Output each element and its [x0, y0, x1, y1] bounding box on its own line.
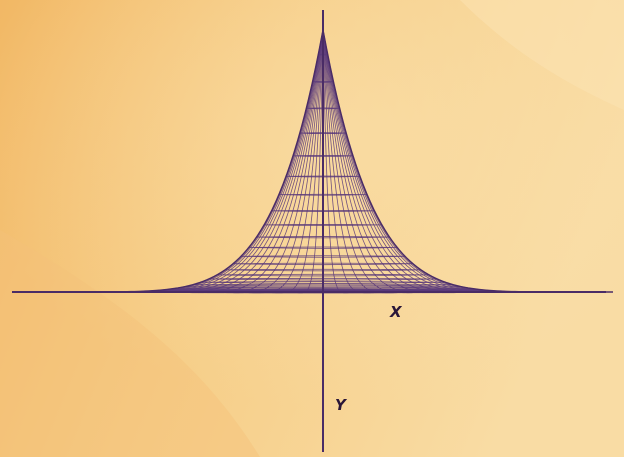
x-axis-label: X: [390, 303, 402, 321]
y-axis-label: Y: [335, 396, 346, 414]
background-swoosh-2: [460, 0, 624, 110]
background-swoosh: [0, 230, 260, 457]
